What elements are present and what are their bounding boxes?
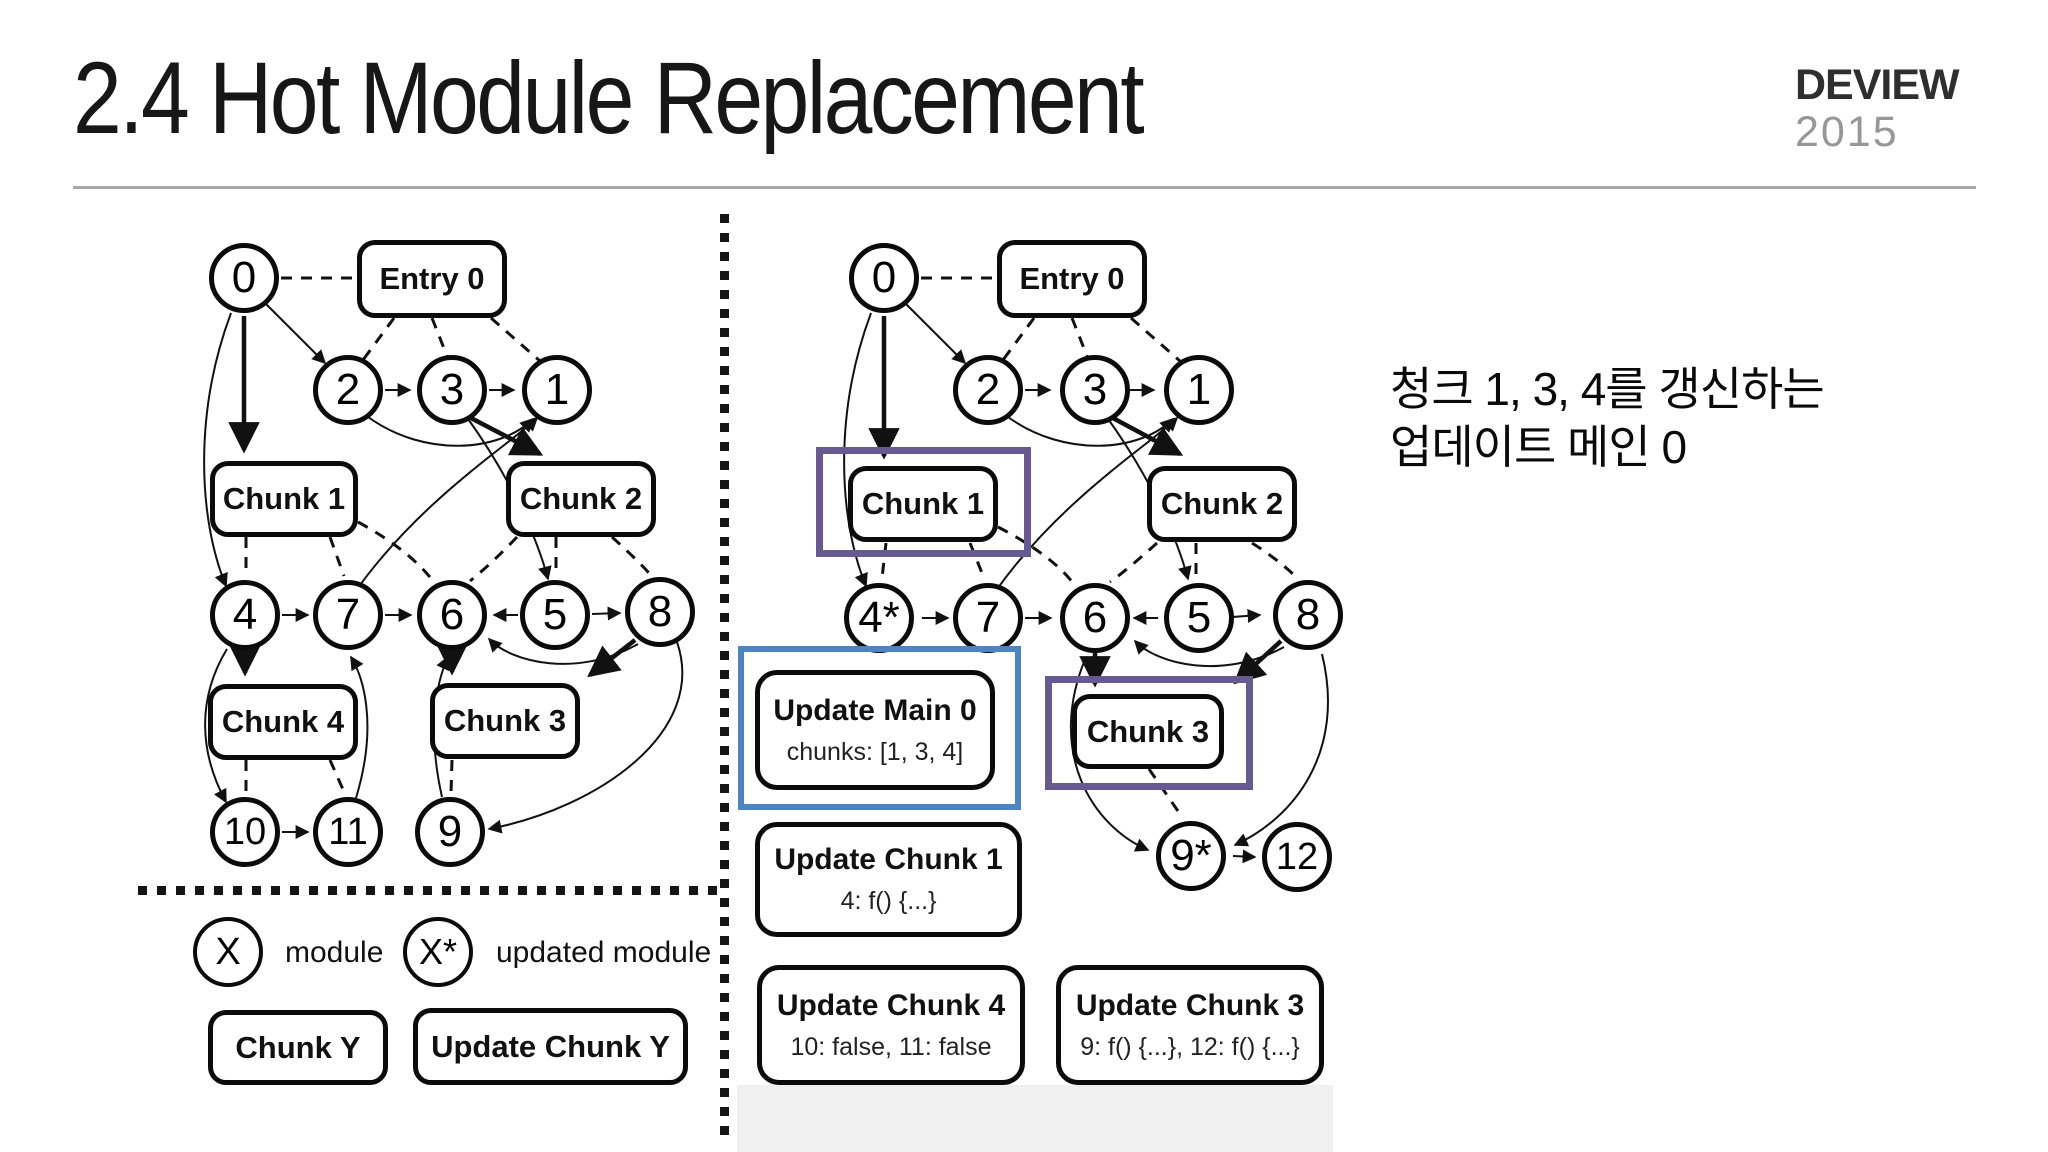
module-node-4: 4	[210, 580, 280, 650]
module-node-10: 10	[210, 797, 280, 867]
module-node-9: 9	[415, 797, 485, 867]
brand-name: DEVIEW	[1795, 61, 1960, 109]
module-node-8-after: 8	[1273, 580, 1343, 650]
module-node-12: 12	[1262, 822, 1332, 892]
legend-update-chunk-box: Update Chunk Y	[413, 1008, 688, 1085]
module-node-2: 2	[313, 355, 383, 425]
chunk-3-highlight	[1045, 676, 1253, 790]
update-chunk-4-box: Update Chunk 4 10: false, 11: false	[757, 965, 1025, 1085]
chunk-3-box-after: Chunk 3	[1072, 694, 1224, 769]
image-bottom-margin	[737, 1085, 1333, 1152]
chunk-3-box: Chunk 3	[430, 683, 580, 759]
chunk-1-box: Chunk 1	[210, 461, 358, 537]
module-node-2-after: 2	[953, 355, 1023, 425]
module-node-7-after: 7	[953, 583, 1023, 653]
update-main-0-box: Update Main 0 chunks: [1, 3, 4]	[755, 670, 995, 790]
module-node-0-after: 0	[849, 243, 919, 313]
chunk-4-box: Chunk 4	[208, 684, 358, 760]
module-node-1-after: 1	[1164, 355, 1234, 425]
legend-updated-module-icon: X*	[403, 917, 473, 987]
legend-separator	[138, 886, 722, 895]
update-main-0-detail: chunks: [1, 3, 4]	[786, 737, 964, 766]
update-chunk-3-title: Update Chunk 3	[1075, 988, 1305, 1022]
left-graph-edges	[203, 276, 684, 839]
module-node-6-after: 6	[1060, 583, 1130, 653]
module-node-3-after: 3	[1060, 355, 1130, 425]
chunk-1-box-after: Chunk 1	[848, 466, 998, 542]
update-chunk-3-detail: 9: f() {...}, 12: f() {...}	[1080, 1032, 1300, 1061]
module-node-1: 1	[522, 355, 592, 425]
update-main-0-highlight	[738, 646, 1021, 810]
update-chunk-4-title: Update Chunk 4	[776, 988, 1006, 1022]
legend-module-label: module	[285, 936, 384, 969]
update-chunk-3-box: Update Chunk 3 9: f() {...}, 12: f() {..…	[1056, 965, 1324, 1085]
update-chunk-1-box: Update Chunk 1 4: f() {...}	[755, 822, 1022, 937]
module-node-5-after: 5	[1164, 583, 1234, 653]
page-title: 2.4 Hot Module Replacement	[73, 41, 1145, 155]
update-chunk-4-detail: 10: false, 11: false	[790, 1032, 992, 1061]
update-main-0-title: Update Main 0	[773, 693, 977, 727]
chunk-1-highlight	[816, 447, 1031, 557]
annotation-line-2: 업데이트 메인 0	[1390, 421, 1687, 473]
chunk-2-box-after: Chunk 2	[1147, 466, 1297, 542]
before-after-divider	[720, 214, 729, 1142]
module-node-4-updated: 4*	[844, 583, 914, 653]
legend-chunk-box: Chunk Y	[208, 1010, 388, 1085]
module-node-3: 3	[417, 355, 487, 425]
chunk-2-box: Chunk 2	[506, 461, 656, 537]
update-chunk-1-detail: 4: f() {...}	[840, 887, 937, 915]
module-node-11: 11	[313, 797, 383, 867]
module-node-6: 6	[417, 580, 487, 650]
brand-year: 2015	[1795, 108, 1899, 156]
legend-updated-module-label: updated module	[496, 936, 712, 969]
entry-0-box: Entry 0	[357, 240, 507, 318]
update-chunk-1-title: Update Chunk 1	[774, 843, 1003, 876]
title-divider	[73, 186, 1976, 189]
annotation-line-1: 청크 1, 3, 4를 갱신하는	[1390, 363, 1825, 415]
korean-annotation: 청크 1, 3, 4를 갱신하는 업데이트 메인 0	[1390, 360, 1825, 476]
module-node-5: 5	[520, 580, 590, 650]
legend-module-icon: X	[193, 917, 263, 987]
module-node-9-updated: 9*	[1156, 821, 1226, 891]
module-node-8: 8	[625, 577, 695, 647]
module-node-0: 0	[209, 243, 279, 313]
module-node-7: 7	[313, 580, 383, 650]
entry-0-box-after: Entry 0	[997, 240, 1147, 318]
deview-logo: DEVIEW 2015	[1795, 61, 1960, 156]
